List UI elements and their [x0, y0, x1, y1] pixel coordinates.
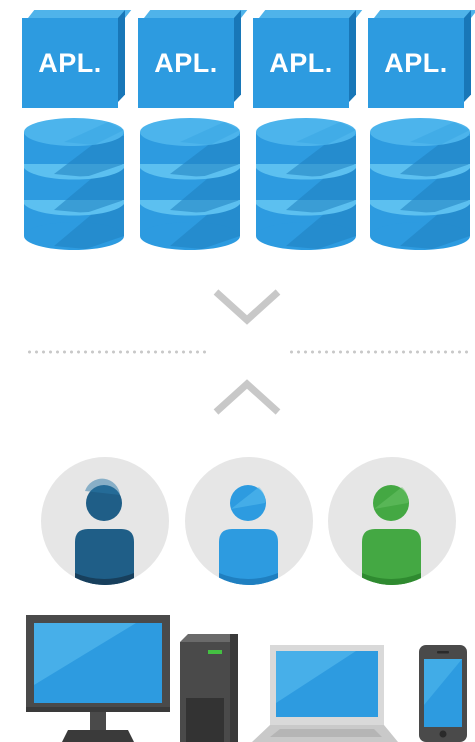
chevron-up-icon — [213, 379, 281, 415]
smartphone-icon — [419, 645, 467, 742]
user-icon — [185, 457, 313, 585]
application-label: APL. — [22, 18, 118, 108]
application-label: APL. — [368, 18, 464, 108]
desktop-monitor-icon — [26, 615, 170, 742]
application-block-3: APL. — [253, 10, 363, 108]
chevron-down-icon — [213, 289, 281, 325]
divider-left — [26, 350, 206, 354]
application-block-2: APL. — [138, 10, 248, 108]
database-icon — [256, 118, 356, 254]
application-block-1: APL. — [22, 10, 132, 108]
database-icon — [370, 118, 470, 254]
user-icon — [41, 457, 169, 585]
divider-right — [288, 350, 468, 354]
application-block-4: APL. — [368, 10, 475, 108]
database-icon — [140, 118, 240, 254]
pc-tower-icon — [180, 634, 238, 742]
user-icon — [328, 457, 456, 585]
application-label: APL. — [138, 18, 234, 108]
laptop-icon — [252, 645, 398, 742]
database-icon — [24, 118, 124, 254]
application-label: APL. — [253, 18, 349, 108]
